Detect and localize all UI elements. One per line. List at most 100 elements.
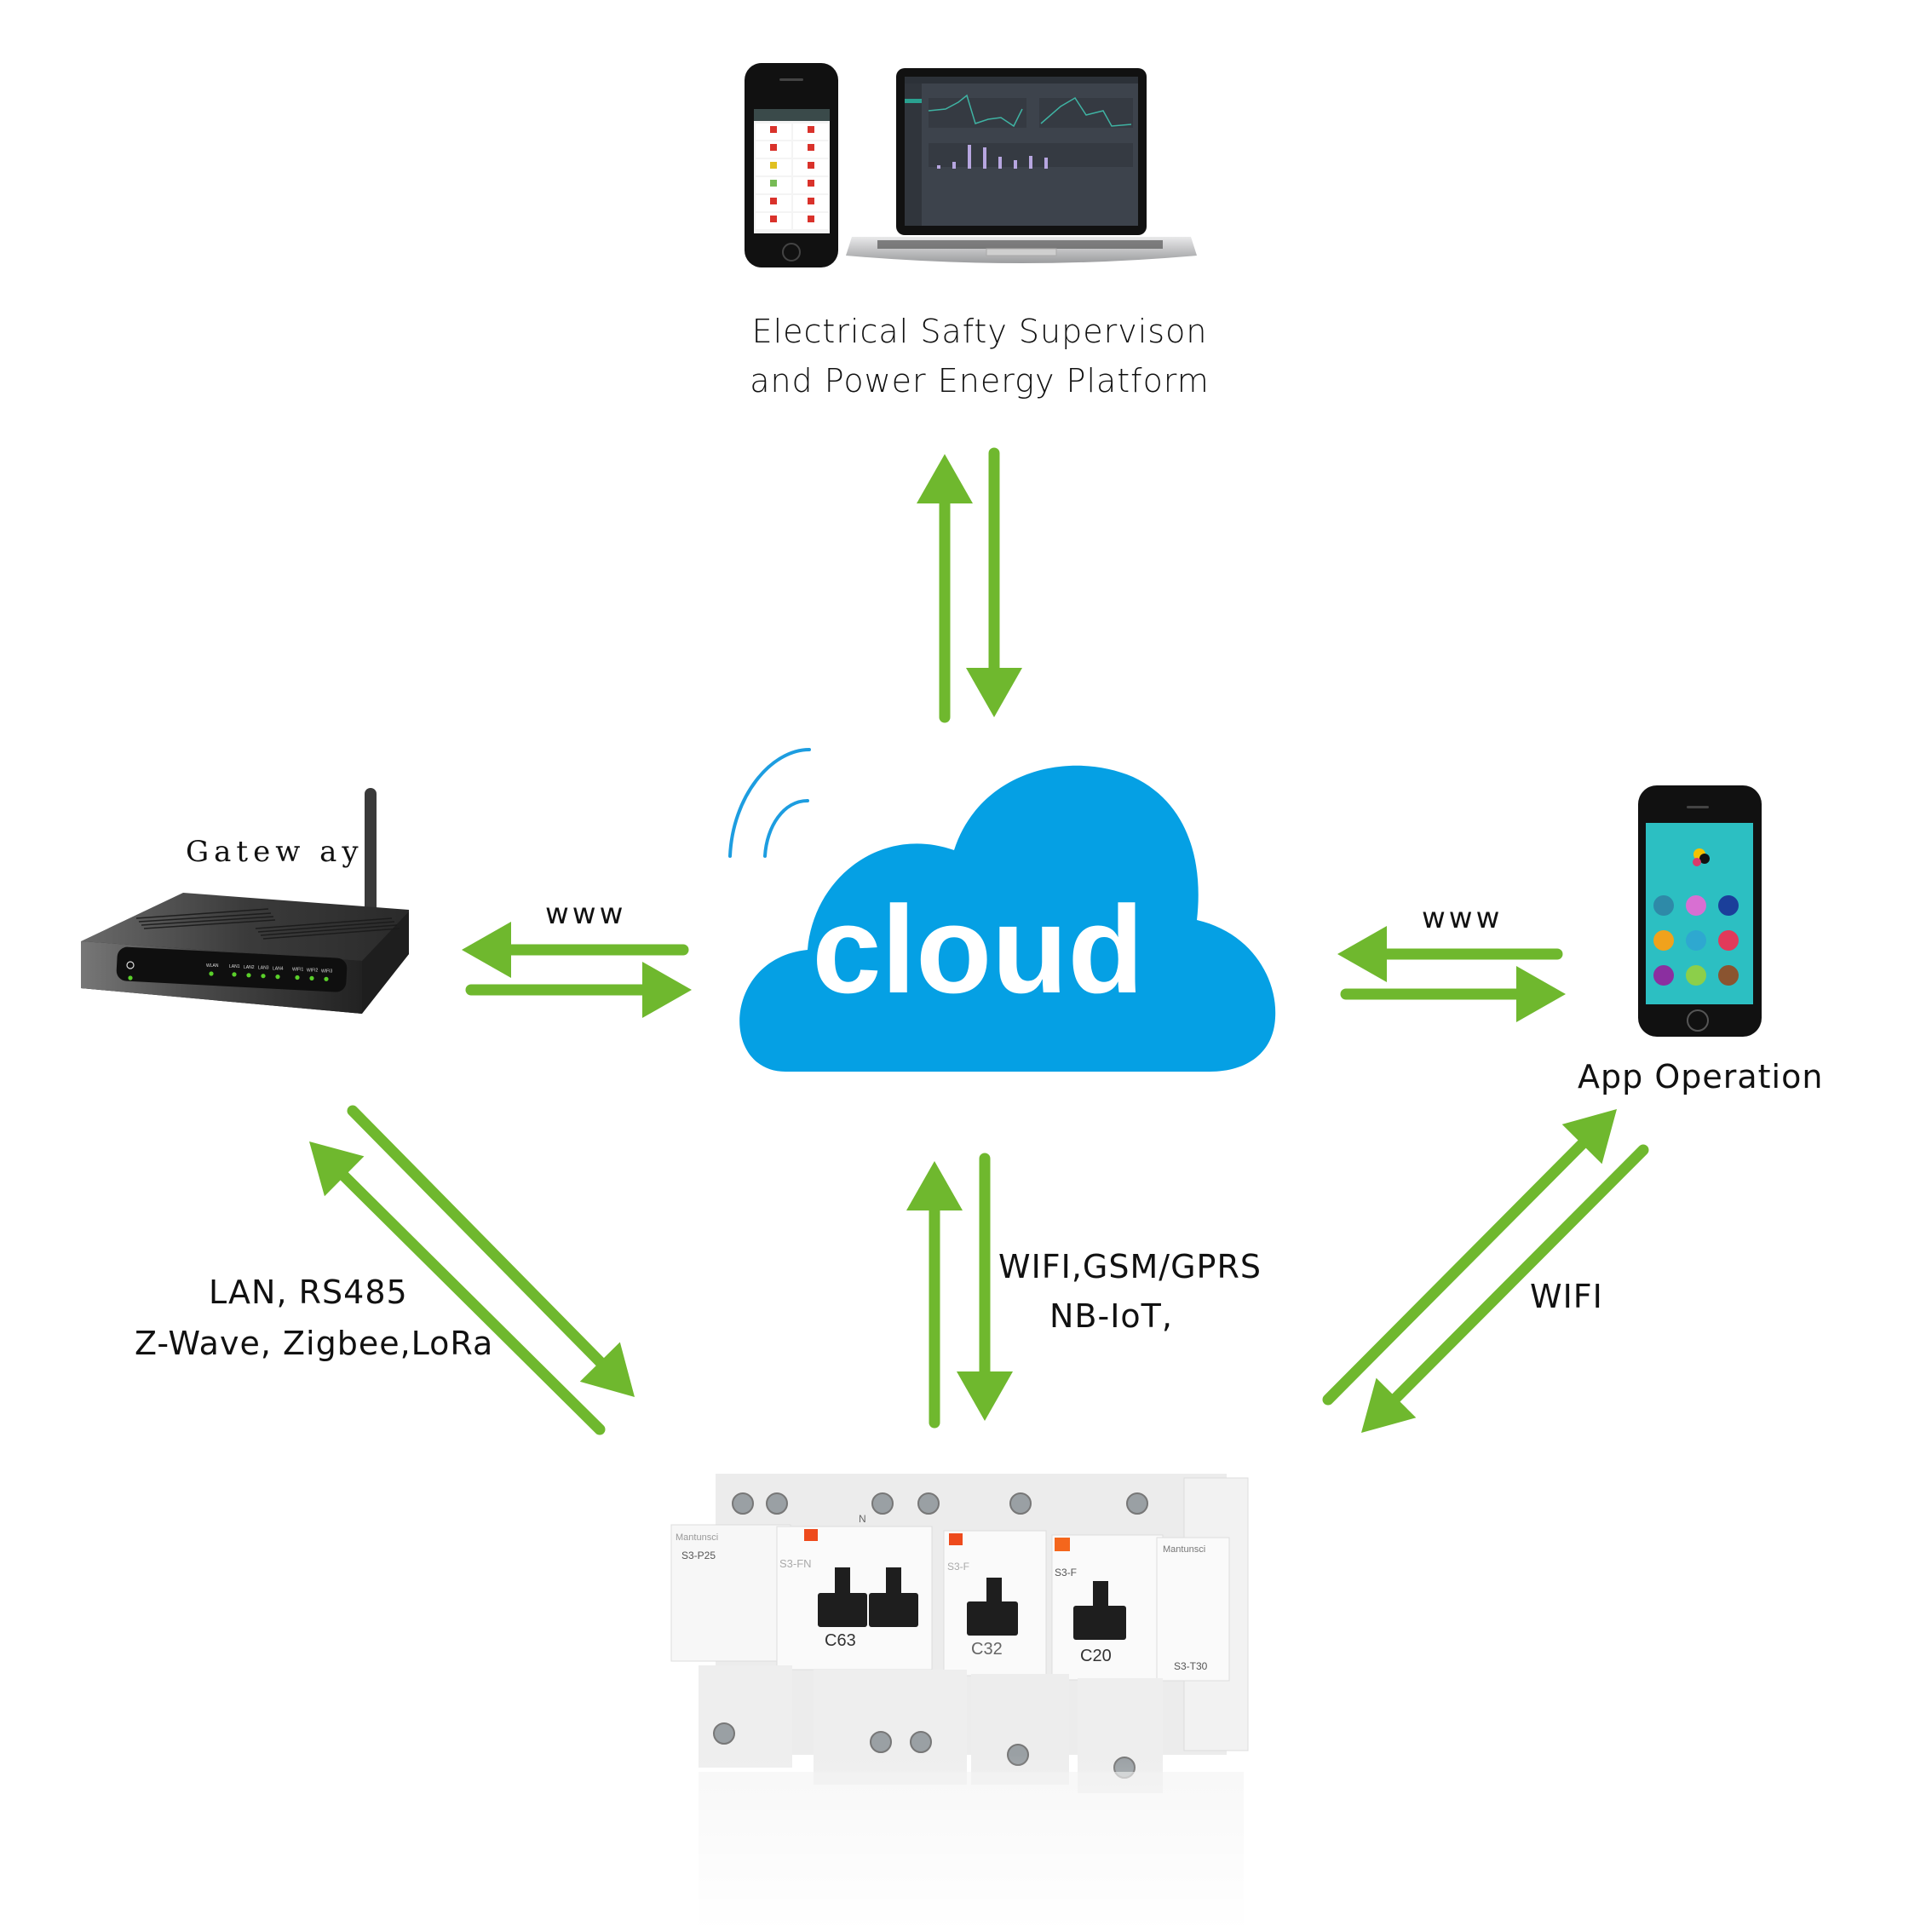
arrow-shaft xyxy=(337,1169,606,1435)
arrow-app-to-breakers xyxy=(1361,1144,1649,1433)
app-menu-icon xyxy=(1718,895,1739,916)
power-icon xyxy=(126,961,135,969)
antenna-icon xyxy=(365,788,377,916)
app-tile-icon xyxy=(770,180,777,187)
arrow-head xyxy=(966,668,1022,717)
led-icon xyxy=(295,975,300,980)
link-label-gateway-breakers-line2: Z-Wave, Zigbee,LoRa xyxy=(135,1325,494,1362)
link-label-cloud-app: www xyxy=(1422,901,1504,935)
arrow-head xyxy=(957,1371,1013,1421)
led-label: WLAN xyxy=(206,963,219,969)
led-label: WIFI3 xyxy=(321,969,333,974)
arrow-head xyxy=(917,454,973,503)
connection-arrows xyxy=(309,447,1649,1435)
app-tile-icon xyxy=(808,126,814,133)
arrow-head xyxy=(1516,966,1566,1022)
dashboard-bar xyxy=(952,162,956,169)
led-icon xyxy=(128,975,133,980)
led-icon xyxy=(275,975,280,980)
app-menu-icon xyxy=(1686,965,1706,986)
phone-app-grid xyxy=(756,124,829,229)
brand-label: Mantunsci xyxy=(676,1532,718,1543)
dashboard-bar xyxy=(1029,156,1032,169)
module-model-label: S3-P25 xyxy=(681,1550,716,1561)
app-menu-icon xyxy=(1686,895,1706,916)
arrow-shaft xyxy=(1322,1137,1590,1406)
module-model-label: S3-F xyxy=(1055,1567,1077,1578)
breaker-rating-label: C32 xyxy=(971,1640,1003,1659)
smart-breaker-assembly xyxy=(670,1474,1261,1932)
brand-label: Mantunsci xyxy=(1163,1544,1205,1555)
arrow-head xyxy=(579,1342,635,1397)
led-label: LAN4 xyxy=(273,967,284,972)
cloud-icon: cloud xyxy=(728,748,1276,1072)
terminal-label: N xyxy=(859,1513,866,1525)
cloud-label: cloud xyxy=(812,880,1143,1019)
platform-caption-line2: and Power Energy Platform xyxy=(750,362,1210,400)
breaker-rating-label: C20 xyxy=(1080,1647,1112,1665)
module-model-label: S3-T30 xyxy=(1174,1660,1208,1672)
led-icon xyxy=(324,976,329,981)
app-menu-icon xyxy=(1653,930,1674,951)
arrow-gateway-to-breakers xyxy=(347,1105,635,1397)
app-tile-icon xyxy=(770,216,777,222)
app-tile-icon xyxy=(770,162,777,169)
arrow-head xyxy=(1361,1377,1417,1433)
dashboard-bar xyxy=(1044,158,1048,169)
app-menu-icon xyxy=(1686,930,1706,951)
led-label: WIFI2 xyxy=(307,968,319,973)
platform-caption-line1: Electrical Safty Supervison xyxy=(751,313,1208,350)
app-tile-icon xyxy=(808,198,814,204)
led-label: LAN1 xyxy=(229,964,240,969)
breaker-rating-label: C63 xyxy=(825,1631,856,1650)
app-caption: App Operation xyxy=(1578,1058,1824,1095)
app-phone xyxy=(1638,785,1762,1037)
app-tile-icon xyxy=(770,144,777,151)
arrow-head xyxy=(906,1161,963,1210)
arrow-head xyxy=(1337,926,1387,982)
led-icon xyxy=(232,972,237,977)
app-tile-icon xyxy=(808,216,814,222)
platform-phone xyxy=(745,63,838,267)
app-menu-icon xyxy=(1718,930,1739,951)
arrow-cloud-to-breakers xyxy=(957,1153,1013,1421)
link-label-gateway-breakers-line1: LAN, RS485 xyxy=(209,1274,408,1311)
arrow-head xyxy=(642,962,692,1018)
platform-laptop xyxy=(846,68,1197,263)
arrow-breakers-to-cloud xyxy=(906,1161,963,1429)
app-tile-icon xyxy=(770,126,777,133)
arrow-cloud-to-platform xyxy=(917,454,973,723)
app-menu-icon xyxy=(1653,895,1674,916)
link-label-app-breakers: WIFI xyxy=(1530,1278,1603,1315)
arrow-shaft xyxy=(347,1105,607,1369)
led-icon xyxy=(261,974,266,979)
arrow-shaft xyxy=(1389,1144,1649,1405)
link-label-cloud-breakers-line2: NB-IoT, xyxy=(1049,1297,1173,1335)
led-label: WIFI1 xyxy=(292,968,304,973)
signal-wave-outer xyxy=(728,748,811,858)
home-button-icon xyxy=(782,243,801,262)
led-icon xyxy=(309,975,314,980)
platform-caption: Electrical Safty Supervison and Power En… xyxy=(733,307,1227,405)
dashboard-bar-chart xyxy=(929,143,1133,169)
app-tile-icon xyxy=(770,198,777,204)
dashboard-bar xyxy=(937,165,940,169)
led-label: LAN3 xyxy=(258,966,269,971)
app-menu-icon xyxy=(1653,965,1674,986)
dashboard-bar xyxy=(968,145,971,169)
app-tile-icon xyxy=(808,162,814,169)
arrow-cloud-to-app xyxy=(1340,966,1566,1022)
app-tile-icon xyxy=(808,180,814,187)
app-menu-icon xyxy=(1718,965,1739,986)
gateway-title: Gatew ay xyxy=(186,835,364,869)
arrow-gateway-to-cloud xyxy=(465,962,692,1018)
arrow-cloud-to-gateway xyxy=(462,922,689,978)
led-icon xyxy=(209,971,214,976)
dashboard-bar xyxy=(983,147,986,169)
module-model-label: S3-FN xyxy=(779,1557,812,1570)
link-label-gateway-cloud: www xyxy=(545,897,627,931)
home-button-icon xyxy=(1687,1009,1709,1032)
